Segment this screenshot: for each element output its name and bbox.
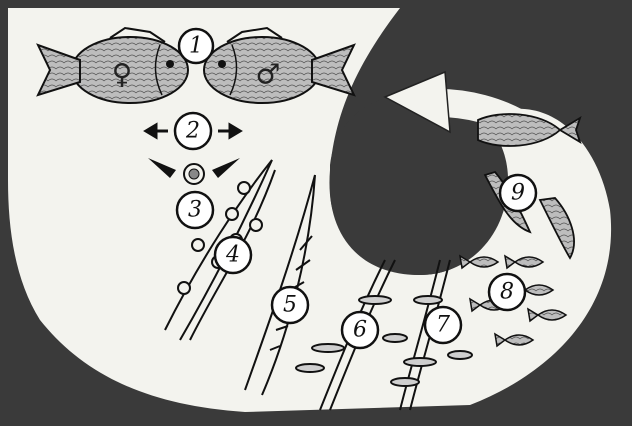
stage-1-marker: 1 <box>179 29 213 63</box>
stage-6-label: 6 <box>353 318 367 343</box>
stage-3-marker: 3 <box>177 192 213 228</box>
stage-5-label: 5 <box>283 293 297 318</box>
female-symbol-icon: ♀ <box>112 58 133 91</box>
stage-9-marker: 9 <box>500 175 536 211</box>
stage-8-label: 8 <box>500 280 514 305</box>
stage-2-label: 2 <box>185 119 200 144</box>
stage-6-marker: 6 <box>342 312 378 348</box>
male-symbol-icon: ♂ <box>255 58 280 91</box>
stage-9-label: 9 <box>511 181 525 206</box>
stage-5-marker: 5 <box>272 287 308 323</box>
stage-2-marker: 2 <box>175 113 211 149</box>
stage-4-label: 4 <box>225 243 240 268</box>
stage-4-marker: 4 <box>215 237 251 273</box>
stage-3-label: 3 <box>188 198 202 223</box>
stage-8-marker: 8 <box>489 274 525 310</box>
stage-7-marker: 7 <box>425 307 461 343</box>
stage-1-label: 1 <box>189 34 203 59</box>
stage-7-label: 7 <box>436 313 450 338</box>
